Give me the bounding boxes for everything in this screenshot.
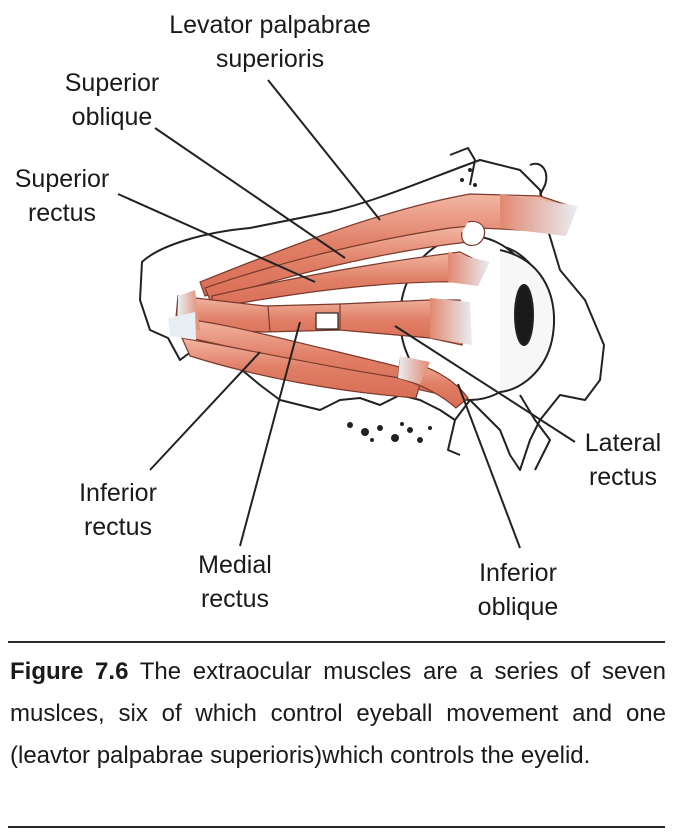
inferior-rectus-muscle xyxy=(180,337,421,399)
caption-text: The extraocular muscles are a series of … xyxy=(10,658,667,769)
label-superior-rectus: Superior rectus xyxy=(2,162,122,230)
label-line: rectus xyxy=(27,199,97,227)
label-line: Inferior xyxy=(79,479,157,507)
eye-muscle-illustration xyxy=(117,79,605,549)
annulus-tendon xyxy=(315,312,339,330)
label-inferior-rectus: Inferior rectus xyxy=(58,476,178,544)
leader-lines xyxy=(117,79,576,549)
label-line: rectus xyxy=(83,513,153,541)
label-medial-rectus: Medial rectus xyxy=(175,548,295,616)
label-line: oblique xyxy=(477,593,559,621)
label-line: Lateral xyxy=(584,429,662,457)
label-line: Levator palpabrae xyxy=(169,11,371,39)
label-superior-oblique: Superior oblique xyxy=(52,66,172,134)
caption-bottom-rule xyxy=(8,826,665,828)
label-line: Superior xyxy=(64,69,160,97)
label-line: rectus xyxy=(200,585,270,613)
label-line: superioris xyxy=(215,45,325,73)
label-inferior-oblique: Inferior oblique xyxy=(458,556,578,624)
extraocular-muscle-diagram: Levator palpabrae superioris Superior ob… xyxy=(2,8,679,624)
label-line: oblique xyxy=(71,103,153,131)
label-line: Medial xyxy=(198,551,272,579)
muscles xyxy=(168,193,578,409)
label-levator-palpabrae-superioris: Levator palpabrae superioris xyxy=(150,8,390,76)
caption-top-rule xyxy=(8,641,665,643)
label-line: Superior xyxy=(14,165,110,193)
label-line: rectus xyxy=(588,463,658,491)
label-lateral-rectus: Lateral rectus xyxy=(567,426,679,494)
figure-caption: Figure 7.6 The extraocular muscles are a… xyxy=(10,651,666,777)
figure-number: Figure 7.6 xyxy=(10,658,129,685)
label-line: Inferior xyxy=(479,559,557,587)
orbit-floor-holes xyxy=(347,168,477,443)
